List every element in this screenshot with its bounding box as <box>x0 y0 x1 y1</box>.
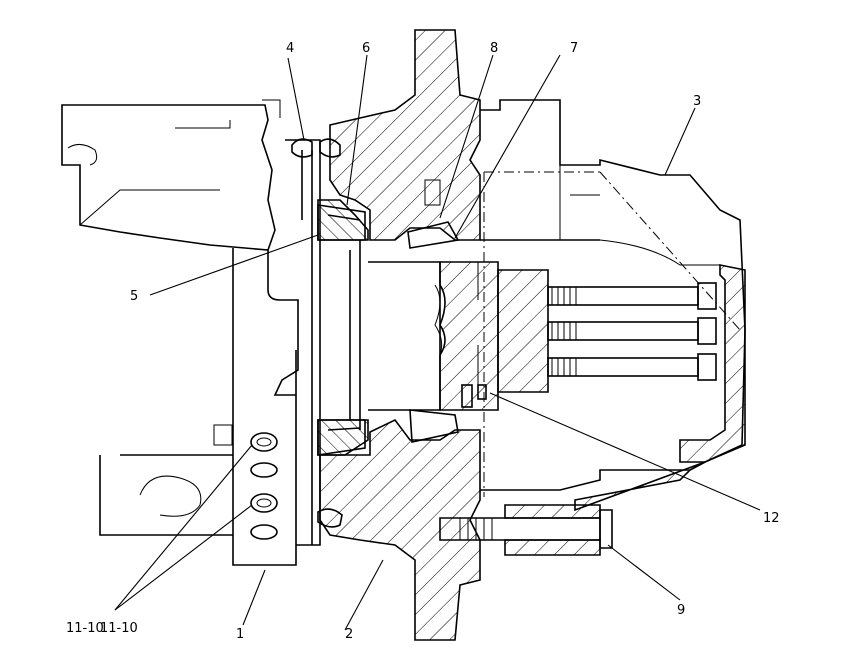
callout-9: 9 <box>677 603 685 618</box>
wheel-stud <box>439 504 613 556</box>
callout-7: 7 <box>570 41 578 56</box>
wheel-hub <box>319 29 481 641</box>
callout-2: 2 <box>345 627 353 642</box>
callout-12: 12 <box>763 511 780 526</box>
spindle-bolt-holes <box>250 432 278 540</box>
callout-6: 6 <box>362 41 370 56</box>
callout-11-10-right: 11-10 <box>100 621 138 636</box>
spindle-shaft <box>349 240 443 430</box>
carrier-bolts <box>547 282 717 381</box>
callout-5: 5 <box>130 289 138 304</box>
callout-1: 1 <box>236 627 244 642</box>
planet-carrier <box>439 261 549 411</box>
bearing-cones <box>317 204 460 456</box>
spindle-housing <box>61 99 299 566</box>
callout-4: 4 <box>286 41 294 56</box>
callout-8: 8 <box>490 41 498 56</box>
snap-ring <box>461 384 487 408</box>
callout-11-10-left: 11-10 <box>66 621 104 636</box>
leader-lines <box>114 54 761 631</box>
callout-3: 3 <box>693 94 701 109</box>
